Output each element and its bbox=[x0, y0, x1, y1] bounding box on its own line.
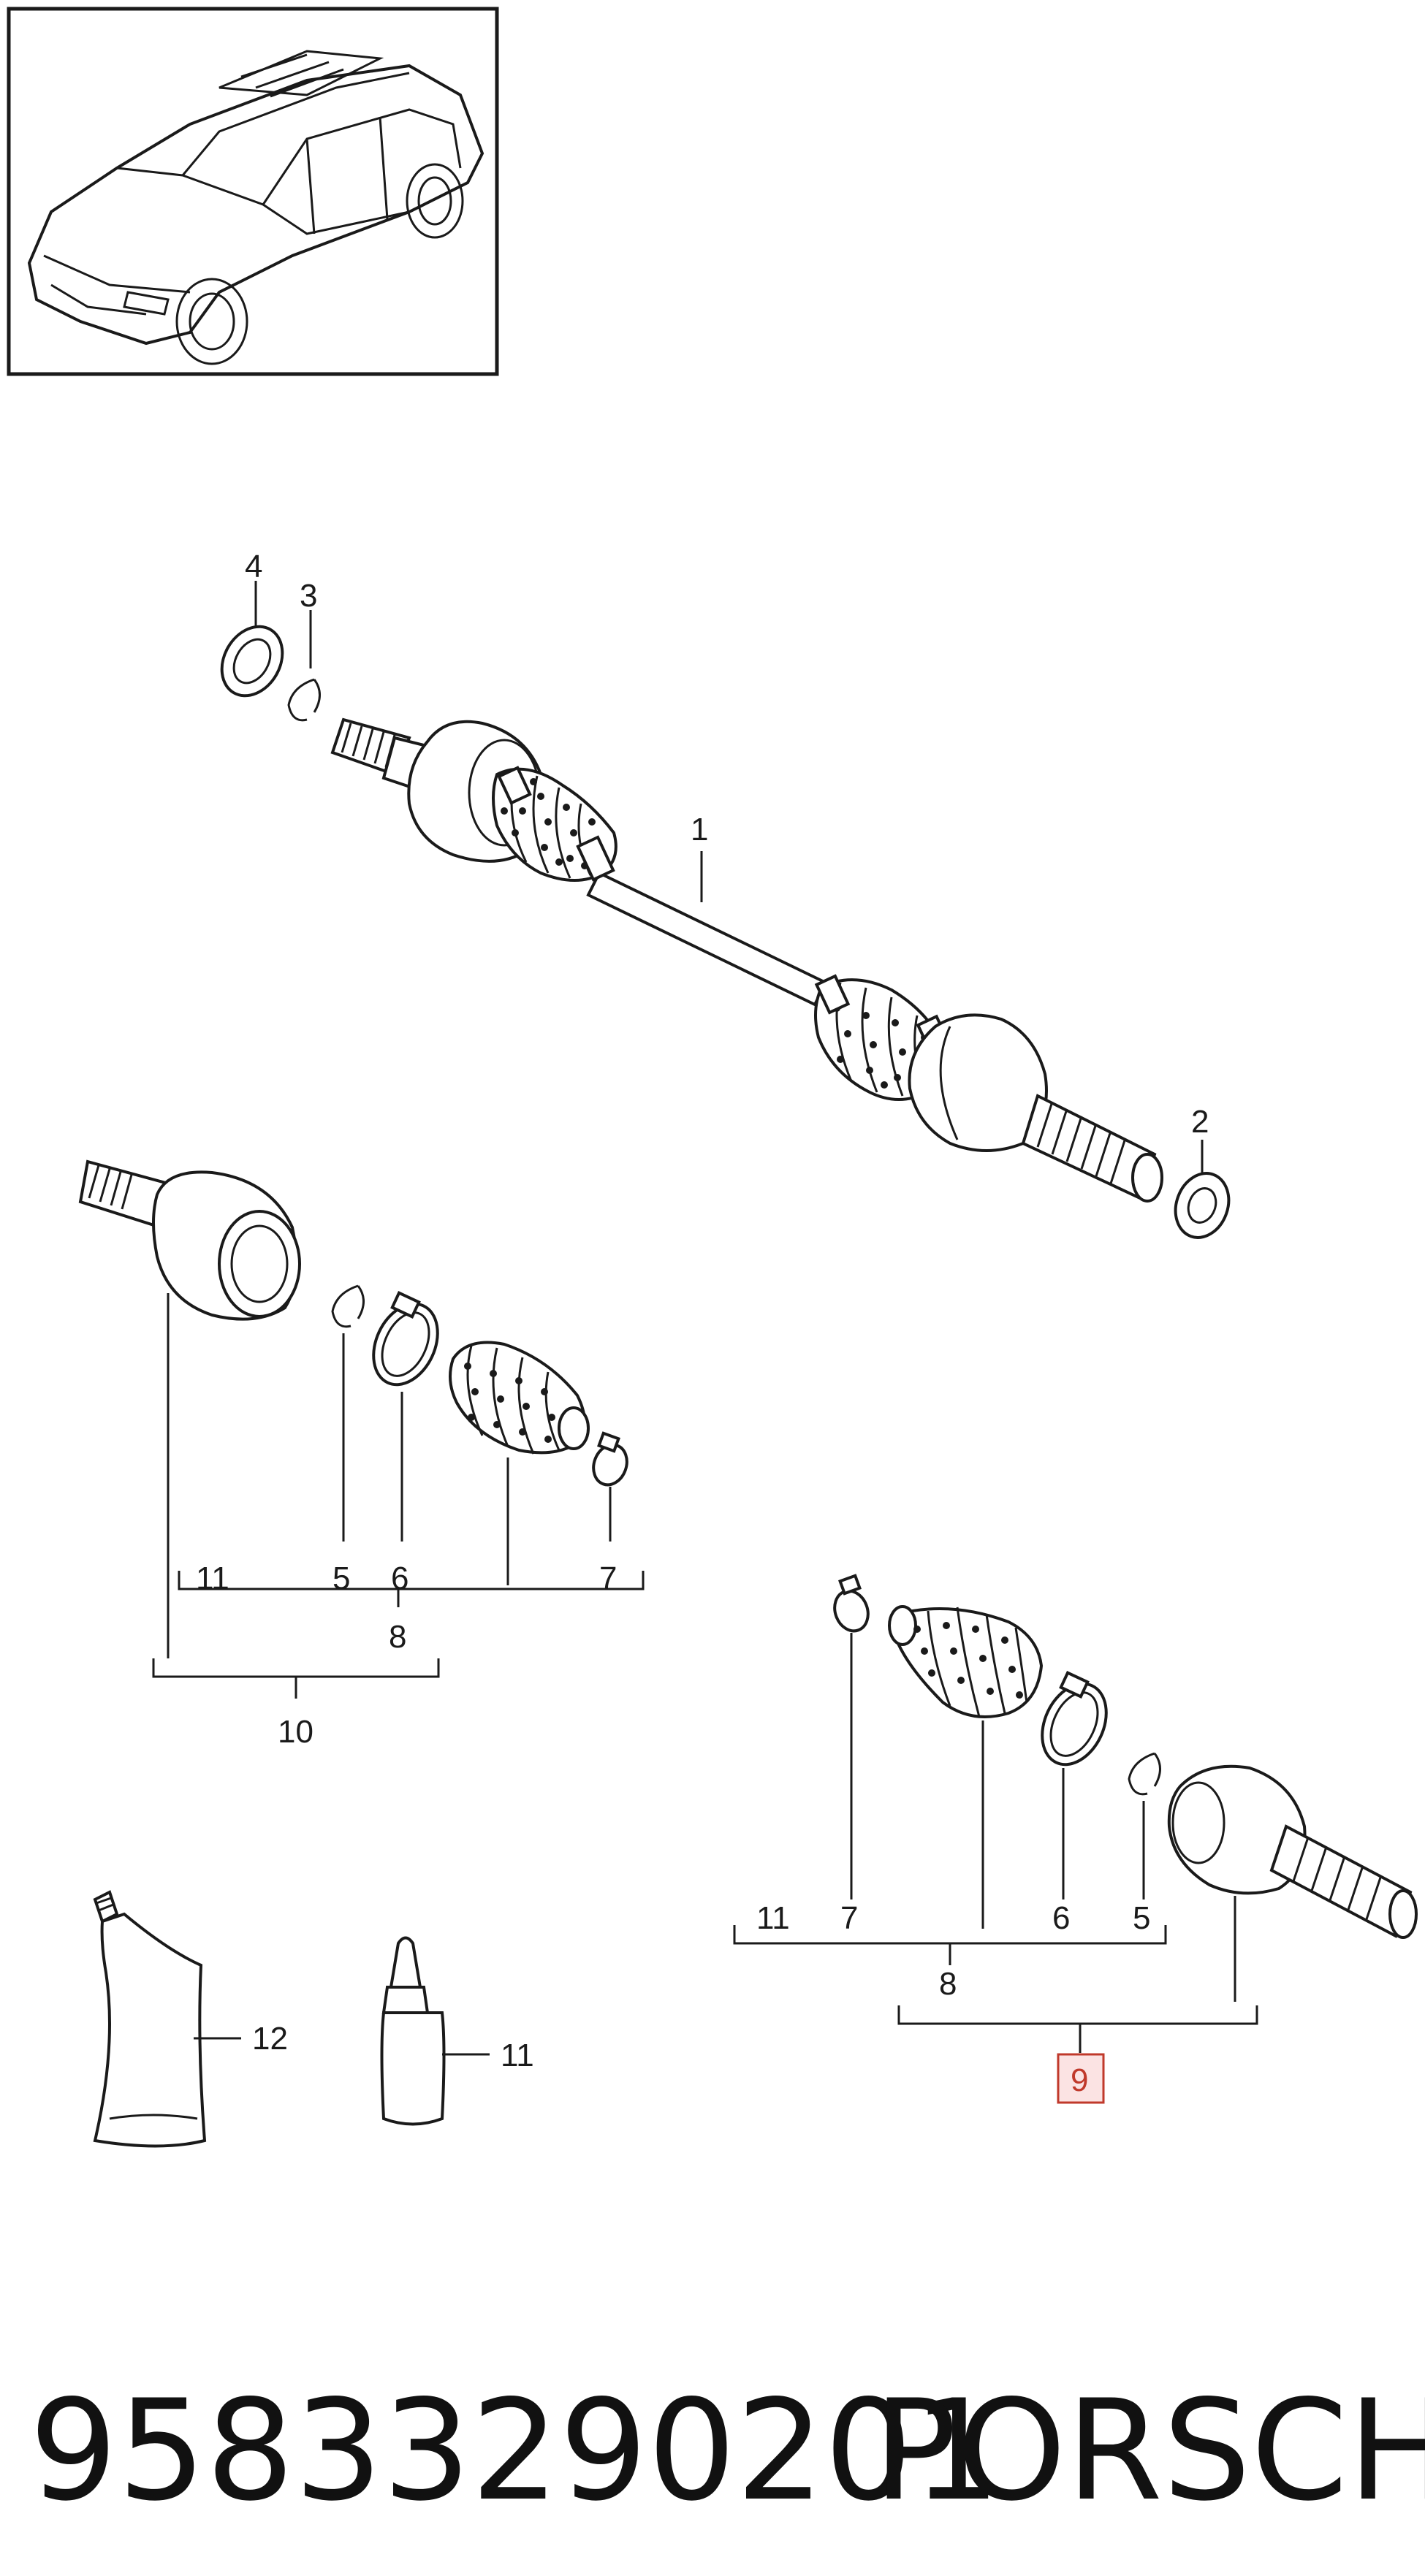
inner-circlip-5 bbox=[331, 1284, 365, 1328]
inner-joint-housing bbox=[78, 1159, 301, 1321]
highlighted-part-box[interactable] bbox=[1057, 2053, 1105, 2104]
inner-callout-10: 10 bbox=[278, 1714, 314, 1750]
inner-callout-8: 8 bbox=[389, 1619, 406, 1655]
main-callout-lines bbox=[254, 581, 1204, 1173]
footer-brand: PORSCHE bbox=[873, 2370, 1425, 2531]
outer-joint-housing bbox=[1167, 1764, 1418, 1939]
inner-boot-kit bbox=[449, 1341, 590, 1455]
callout-2: 2 bbox=[1191, 1104, 1209, 1140]
inner-clamp-7 bbox=[592, 1431, 628, 1487]
callout-1: 1 bbox=[691, 812, 708, 847]
inner-joint-kit bbox=[78, 1159, 645, 1699]
inner-callout-6: 6 bbox=[391, 1561, 408, 1596]
outer-callout-9-highlighted[interactable]: 9 bbox=[1071, 2062, 1088, 2098]
outer-callout-11: 11 bbox=[756, 1900, 790, 1936]
outer-stub bbox=[1021, 1094, 1163, 1203]
shaft-tube bbox=[586, 871, 828, 1007]
outer-clamp-7 bbox=[833, 1574, 870, 1633]
callout-3: 3 bbox=[300, 578, 317, 614]
sealant-bottle-part-11 bbox=[380, 1936, 490, 2126]
car-illustration-icon bbox=[27, 50, 484, 365]
outer-callout-8: 8 bbox=[939, 1966, 957, 2002]
outer-joint-kit bbox=[733, 1574, 1418, 2104]
callout-12: 12 bbox=[252, 2021, 288, 2057]
outer-callout-7: 7 bbox=[840, 1900, 858, 1936]
outer-callout-6: 6 bbox=[1052, 1900, 1070, 1936]
inner-boot bbox=[492, 766, 618, 882]
drive-shaft-assembly bbox=[330, 717, 1163, 1203]
inner-callout-11: 11 bbox=[196, 1561, 229, 1596]
axle-nut-part-2 bbox=[1174, 1172, 1231, 1239]
footer-part-number: 95833290201 bbox=[29, 2370, 1001, 2531]
callout-11-bottle: 11 bbox=[501, 2038, 534, 2073]
outer-clamp-6 bbox=[1041, 1671, 1108, 1767]
outer-callout-5: 5 bbox=[1133, 1900, 1150, 1936]
vehicle-thumbnail bbox=[7, 7, 499, 376]
inner-callout-7: 7 bbox=[599, 1561, 617, 1596]
outer-boot-kit bbox=[888, 1605, 1044, 1718]
seal-ring-part-4 bbox=[220, 625, 284, 698]
inner-callout-5: 5 bbox=[332, 1561, 350, 1596]
circlip-part-3 bbox=[287, 678, 321, 722]
grease-tube-part-12 bbox=[93, 1890, 241, 2148]
inner-clamp-6 bbox=[372, 1291, 439, 1387]
callout-4: 4 bbox=[245, 549, 262, 584]
outer-circlip-5 bbox=[1128, 1752, 1161, 1796]
